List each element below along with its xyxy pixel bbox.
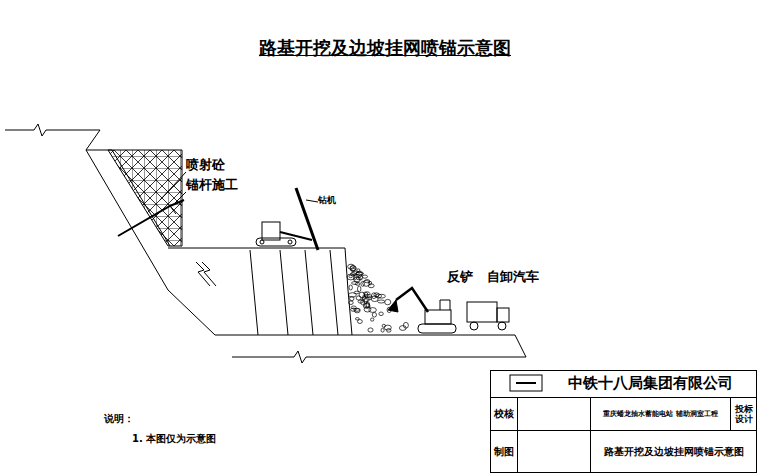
rock bbox=[350, 266, 356, 271]
rock bbox=[354, 308, 360, 311]
rock bbox=[356, 271, 362, 277]
rock bbox=[381, 328, 384, 332]
rock bbox=[354, 291, 359, 294]
table-cell: 校核 bbox=[491, 398, 517, 430]
rock bbox=[362, 275, 367, 278]
rock bbox=[356, 296, 361, 300]
rock bbox=[372, 313, 376, 318]
callout-label: 锚杆施工 bbox=[186, 177, 256, 193]
rock bbox=[358, 286, 361, 292]
company-name: 中铁十八局集团有限公司 bbox=[546, 372, 754, 396]
rock bbox=[368, 284, 374, 288]
callout-label: 自卸汽车 bbox=[487, 268, 559, 286]
rock bbox=[358, 300, 363, 303]
rock bbox=[368, 328, 373, 332]
rock bbox=[361, 281, 365, 286]
note-text: 1. 本图仅为示意图 bbox=[132, 432, 272, 446]
table-cell: 制图 bbox=[491, 431, 517, 472]
rock bbox=[378, 294, 385, 298]
note-heading: 说明： bbox=[104, 412, 164, 426]
callout-label: 反铲 bbox=[447, 268, 483, 286]
table-cell: 重庆蟠龙抽水蓄能电站 辅助洞室工程 bbox=[591, 398, 730, 430]
rock bbox=[350, 266, 355, 272]
table-cell: 投标 设计 bbox=[731, 398, 756, 430]
callout-label: 钻机 bbox=[318, 193, 358, 207]
diagram-title: 路基开挖及边坡挂网喷锚示意图 bbox=[200, 34, 570, 62]
rock bbox=[349, 285, 352, 290]
rock bbox=[378, 300, 385, 303]
rock bbox=[403, 322, 408, 328]
rock bbox=[371, 296, 378, 302]
rock bbox=[349, 275, 352, 277]
rock bbox=[358, 320, 363, 324]
rock bbox=[349, 301, 354, 305]
rock bbox=[386, 329, 391, 333]
rock bbox=[355, 282, 360, 285]
rock bbox=[379, 312, 383, 316]
rock bbox=[364, 295, 372, 298]
rock bbox=[353, 275, 356, 280]
rock bbox=[371, 318, 374, 321]
rock bbox=[364, 307, 371, 312]
table-cell: 路基开挖及边坡挂网喷锚示意图 bbox=[591, 431, 756, 472]
callout-label: 喷射砼 bbox=[186, 157, 246, 173]
rock bbox=[385, 299, 391, 304]
rock bbox=[364, 298, 368, 304]
rock bbox=[354, 309, 360, 313]
